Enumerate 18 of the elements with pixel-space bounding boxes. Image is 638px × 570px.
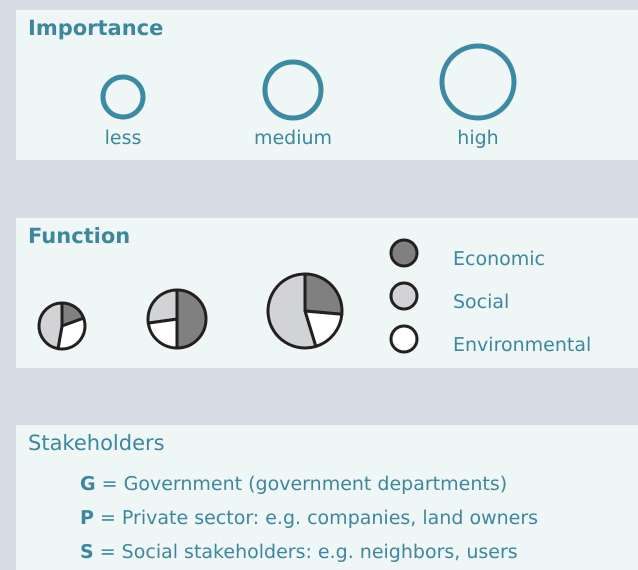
section-heading: Importance [28, 16, 164, 40]
legend-label: Social [453, 291, 510, 313]
stakeholder-definition: S = Social stakeholders: e.g. neighbors, users [80, 541, 518, 563]
stakeholder-definition: G = Government (government departments) [80, 473, 508, 495]
legend-panel [16, 10, 638, 160]
importance-circle [262, 59, 324, 121]
legend-label: Economic [453, 248, 545, 270]
size-label: medium [254, 127, 332, 149]
legend-panel [16, 425, 638, 570]
size-label: less [104, 127, 142, 149]
legend-label: Environmental [453, 334, 592, 356]
legend-panel [16, 218, 638, 368]
section-heading: Function [28, 224, 130, 248]
importance-circle [439, 43, 517, 121]
size-label: high [457, 127, 499, 149]
stakeholder-definition: P = Private sector: e.g. companies, land owners [80, 507, 538, 529]
importance-circle [100, 74, 146, 120]
section-heading: Stakeholders [28, 431, 165, 455]
